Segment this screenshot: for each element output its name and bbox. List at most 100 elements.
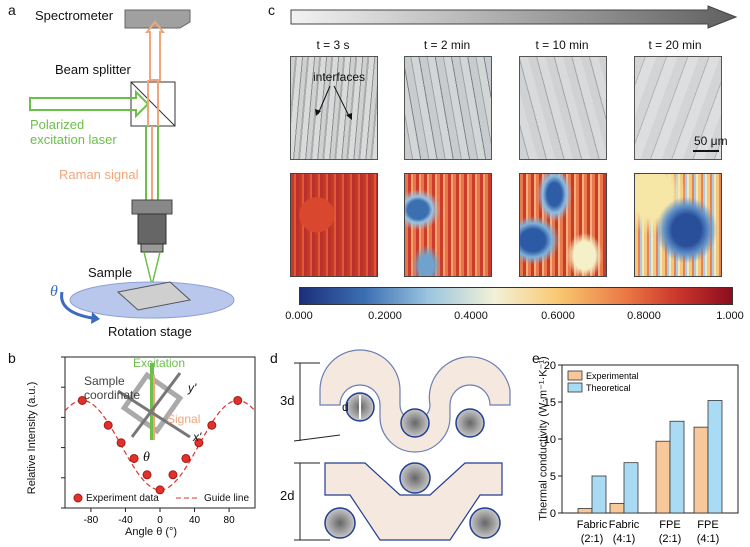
chart-b-point bbox=[194, 438, 204, 448]
inset-x-axis bbox=[117, 389, 191, 439]
panel-d-label: d bbox=[270, 350, 278, 366]
chart-b-point bbox=[207, 420, 217, 430]
raman-arrow-up bbox=[144, 20, 166, 81]
chart-e-legend-swatch bbox=[567, 382, 583, 393]
chart-b-point bbox=[181, 453, 191, 463]
micrograph-20min bbox=[634, 56, 722, 160]
fiber-circle-4 bbox=[399, 462, 431, 494]
rotation-stage-label: Rotation stage bbox=[108, 324, 192, 339]
legend-b-line: Guide line bbox=[204, 493, 250, 504]
chart-b-point bbox=[142, 470, 152, 480]
spectrometer-label: Spectrometer bbox=[35, 8, 114, 23]
colorbar-tick-4: 0.8000 bbox=[627, 310, 661, 322]
raman-signal-label: Raman signal bbox=[59, 167, 139, 182]
chart-e-bar bbox=[693, 426, 709, 514]
fiber-circle-2 bbox=[400, 408, 430, 438]
chart-e-category-label: FPE bbox=[659, 519, 680, 531]
chart-b-inset bbox=[117, 363, 191, 440]
chart-e-bar bbox=[609, 502, 625, 514]
fiber-circle-5 bbox=[324, 507, 356, 539]
fiber-circle-3 bbox=[455, 408, 485, 438]
chart-b-xlabel: Angle θ (°) bbox=[125, 526, 178, 538]
chart-b-xtick-label: -40 bbox=[118, 515, 133, 526]
colorbar-tick-0: 0.000 bbox=[285, 310, 313, 322]
chart-e-category-label: Fabric bbox=[577, 519, 608, 531]
inset-y: y' bbox=[188, 381, 197, 395]
inset-theta: θ bbox=[143, 450, 150, 465]
chart-e-bar bbox=[655, 440, 671, 514]
chart-e-category-label: (4:1) bbox=[697, 533, 720, 545]
inset-excitation: Excitation bbox=[133, 356, 186, 370]
inset-sample: Sample bbox=[84, 374, 125, 388]
panel-a-label: a bbox=[8, 2, 16, 18]
scalebar bbox=[693, 150, 719, 152]
spectrometer-shape bbox=[124, 9, 191, 29]
fiber-lower bbox=[324, 462, 503, 541]
chart-e-category-label: (2:1) bbox=[659, 533, 682, 545]
rotation-arrow bbox=[60, 291, 93, 320]
chart-e-category-label: FPE bbox=[697, 519, 718, 531]
chart-e-ytick-label: 20 bbox=[544, 360, 556, 372]
chart-b-point bbox=[77, 395, 87, 405]
time-arrow bbox=[290, 5, 738, 29]
chart-e-legend-label: Experimental bbox=[586, 371, 639, 381]
excitation-arrow bbox=[29, 89, 150, 119]
objective-top bbox=[131, 199, 173, 215]
inset-coordinate: coordinate bbox=[84, 388, 141, 402]
legend-b-point-marker bbox=[73, 493, 83, 503]
interfaces-label: interfaces bbox=[313, 70, 366, 84]
map-2min bbox=[404, 173, 492, 277]
chart-b-point bbox=[168, 470, 178, 480]
chart-b-point bbox=[103, 420, 113, 430]
panel-a-diagram bbox=[29, 9, 235, 324]
chart-b-xtick-label: 0 bbox=[157, 515, 163, 526]
chart-b-point bbox=[116, 438, 126, 448]
chart-e-ytick-label: 10 bbox=[544, 434, 556, 446]
inset-square bbox=[120, 371, 184, 435]
micrograph-3s bbox=[290, 56, 378, 160]
chart-b-xtick-label: 40 bbox=[189, 515, 201, 526]
label-d: d bbox=[342, 400, 349, 414]
chart-e-legend-label: Theoretical bbox=[586, 383, 631, 393]
panel-e-label: e bbox=[532, 350, 540, 366]
micrograph-10min bbox=[519, 56, 607, 160]
chart-e-ytick-label: 0 bbox=[550, 508, 556, 520]
chart-e-category-label: (2:1) bbox=[581, 533, 604, 545]
chart-b-xtick-label: 80 bbox=[224, 515, 236, 526]
theta-label: θ bbox=[50, 283, 58, 300]
time-label-1: t = 3 s bbox=[316, 38, 350, 52]
time-label-4: t = 20 min bbox=[648, 38, 702, 52]
label-3d: 3d bbox=[280, 393, 295, 408]
colorbar-tick-5: 1.000 bbox=[716, 310, 744, 322]
chart-b-point bbox=[233, 395, 243, 405]
chart-e-bar bbox=[707, 400, 723, 514]
chart-e: 05101520Fabric(2:1)Fabric(4:1)FPE(2:1)FP… bbox=[544, 360, 739, 545]
map-3s bbox=[290, 173, 378, 277]
colorbar bbox=[299, 287, 733, 305]
chart-b: -80 -40 0 40 80 bbox=[61, 356, 256, 526]
sample-label: Sample bbox=[88, 265, 133, 280]
chart-e-bar bbox=[669, 420, 685, 514]
legend-b-points: Experiment data bbox=[86, 493, 159, 504]
interfaces-arrows bbox=[315, 85, 352, 120]
inset-x: x' bbox=[193, 430, 202, 444]
fiber-circle-6 bbox=[469, 507, 501, 539]
scalebar-label: 50 μm bbox=[694, 134, 728, 148]
chart-e-category-label: Fabric bbox=[609, 519, 640, 531]
chart-b-xtick-label: -80 bbox=[84, 515, 99, 526]
sample-shape bbox=[116, 281, 192, 311]
chart-b-guide-line bbox=[64, 399, 256, 491]
chart-e-bar bbox=[623, 462, 639, 514]
chart-e-legend-swatch bbox=[567, 370, 583, 381]
fiber-upper bbox=[319, 349, 511, 453]
time-label-3: t = 10 min bbox=[535, 38, 589, 52]
chart-e-ytick-label: 15 bbox=[544, 397, 556, 409]
label-2d: 2d bbox=[280, 488, 295, 503]
inset-signal: Signal bbox=[167, 412, 201, 426]
chart-b-point bbox=[129, 453, 139, 463]
time-label-2: t = 2 min bbox=[423, 38, 471, 52]
panel-b-label: b bbox=[8, 350, 16, 366]
beam-splitter-label: Beam splitter bbox=[55, 62, 131, 77]
map-10min bbox=[519, 173, 607, 277]
chart-e-category-label: (4:1) bbox=[613, 533, 636, 545]
